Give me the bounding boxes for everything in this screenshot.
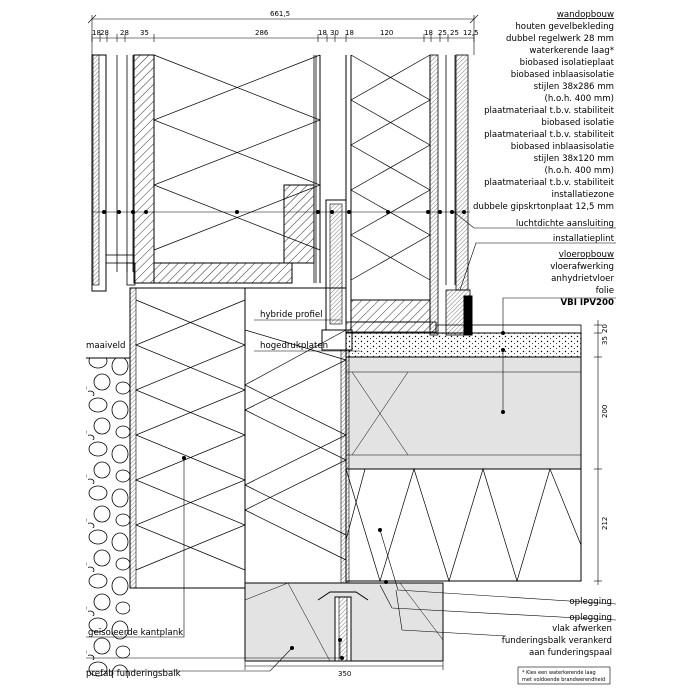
floor-build-up <box>345 324 582 583</box>
label-anhydrietvloer: anhydrietvloer <box>551 274 614 284</box>
label-vloeropbouw: vloeropbouw <box>559 250 614 260</box>
wall-layer-label: stijlen 38x286 mm <box>534 82 614 92</box>
label-vlak-afwerken: vlak afwerken <box>552 624 612 634</box>
label-prefab-funderingsbalk: prefab funderingsbalk <box>86 669 181 679</box>
segment-dimension-label: 286 <box>255 29 269 37</box>
label-folie: folie <box>596 286 614 296</box>
wall-layer-legend: wandopbouw houten gevelbekleding dubbel re… <box>473 10 615 212</box>
label-oplegging-1: oplegging <box>569 597 612 607</box>
foundation-width-dimension: 350 <box>338 670 351 678</box>
label-funderingsbalk-verankerd: funderingsbalk verankerd <box>502 636 612 646</box>
wall-layer-label: plaatmateriaal t.b.v. stabiliteit <box>484 106 615 116</box>
segment-dimension-label: 30 <box>330 29 339 37</box>
wall-layer-label: plaatmateriaal t.b.v. stabiliteit <box>484 178 615 188</box>
wall-layer-label: dubbele gipskrtonplaat 12,5 mm <box>473 202 614 212</box>
wall-layer-label: wandopbouw <box>557 10 614 20</box>
segment-dimension-label: 12,5 <box>463 29 479 37</box>
wall-layer-label: waterkerende laag* <box>529 46 614 56</box>
segment-dimension-label: 18 <box>318 29 327 37</box>
wall-layer-markers <box>102 210 466 214</box>
footnote-box: * Kies een waterkerende laag met voldoen… <box>517 666 611 685</box>
segment-dimension-label: 18 <box>345 29 354 37</box>
bottom-dimension <box>244 662 444 670</box>
label-hybride-profiel: hybride profiel <box>260 310 323 320</box>
wall-layer-label: biobased isolatie <box>541 118 614 128</box>
label-vbi-ipv200: VBI IPV200 <box>561 298 614 308</box>
segment-dimension-label: 35 <box>140 29 149 37</box>
wall-layer-label: installatiezone <box>551 190 614 200</box>
wall-layer-label: biobased isolatieplaat <box>520 58 615 68</box>
overall-width-dimension: 661,5 <box>270 10 290 18</box>
wall-layer-label: (h.o.h. 400 mm) <box>544 166 614 176</box>
inner-wall-frame <box>345 54 473 336</box>
top-dimensions <box>87 14 479 55</box>
wall-layer-label: houten gevelbekleding <box>515 22 614 32</box>
segment-dimension-label: 28 <box>120 29 129 37</box>
label-oplegging-2: oplegging <box>569 613 612 623</box>
wall-layer-label: plaatmateriaal t.b.v. stabiliteit <box>484 130 615 140</box>
footnote-line-2: met voldoende brandwerendheid <box>522 677 605 683</box>
ground-gravel <box>86 357 130 678</box>
segment-dimension-label: 120 <box>380 29 393 37</box>
label-funderingspaal: aan funderingspaal <box>529 648 612 658</box>
footnote-line-1: * Kies een waterkerende laag <box>522 670 596 676</box>
label-maaiveld: maaiveld <box>86 341 126 351</box>
segment-dimension-label: 25 <box>438 29 447 37</box>
label-vloerafwerking: vloerafwerking <box>550 262 614 272</box>
dim-212: 212 <box>601 517 609 530</box>
wall-layer-label: biobased inblaasisolatie <box>511 70 614 80</box>
wall-layer-label: (h.o.h. 400 mm) <box>544 94 614 104</box>
label-luchtdichte-aansluiting: luchtdichte aansluiting <box>516 219 614 229</box>
label-installatieplint: installatieplint <box>553 234 615 244</box>
leader-dots <box>182 331 505 660</box>
segment-dimension-label: 18 <box>92 29 101 37</box>
leader-lines <box>86 211 617 672</box>
wall-layer-label: dubbel regelwerk 28 mm <box>506 34 614 44</box>
dim-35: 35 <box>601 336 609 345</box>
facade-cladding <box>91 54 136 292</box>
insulated-edge-board <box>129 287 350 589</box>
right-dimension-chain <box>594 320 602 585</box>
foundation-beam <box>244 582 444 662</box>
segment-dimension-label: 25 <box>450 29 459 37</box>
segment-dimension-label: 18 <box>424 29 433 37</box>
wall-layer-label: biobased inblaasisolatie <box>511 142 614 152</box>
dim-20: 20 <box>601 324 609 333</box>
label-kantplank: geïsoleerde kantplank <box>88 628 183 638</box>
dim-200: 200 <box>601 405 609 418</box>
outer-wall-frame <box>133 54 321 284</box>
label-hogedrukplaten: hogedrukplaten <box>260 341 328 351</box>
segment-dimension-label: 28 <box>100 29 109 37</box>
wall-layer-label: stijlen 38x120 mm <box>534 154 614 164</box>
